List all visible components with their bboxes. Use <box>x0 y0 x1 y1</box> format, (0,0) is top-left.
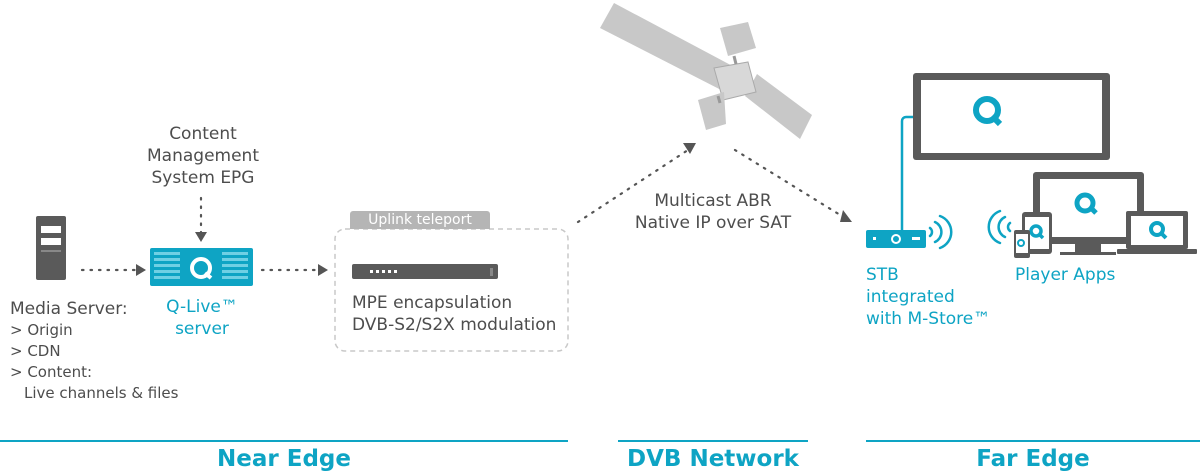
stb-wifi-icon <box>928 214 953 250</box>
media-server-list: > Origin > CDN > Content: Live channels … <box>10 320 178 404</box>
flow-arrows <box>80 148 847 272</box>
devices-wifi-icon <box>987 209 1012 245</box>
near-edge-title: Near Edge <box>217 446 351 472</box>
stb-label-line1: STB <box>866 265 899 285</box>
far-edge-bar <box>866 440 1200 442</box>
arrowhead-down <box>195 232 207 242</box>
cms-label-line2: Management <box>147 146 259 166</box>
satellite-icon <box>600 3 812 139</box>
qlive-label-line2: server <box>175 319 229 339</box>
stb-icon <box>866 230 926 248</box>
arrowhead-right-1 <box>136 264 146 276</box>
uplink-teleport-box <box>334 228 569 352</box>
satellite-link-line1: Multicast ABR <box>654 191 772 211</box>
stb-label-line2: integrated <box>866 287 955 307</box>
laptop-icon <box>1117 211 1197 254</box>
cms-label: Content Management System EPG <box>128 123 278 189</box>
media-server-item: > CDN <box>10 342 61 360</box>
near-edge-bar <box>0 440 568 442</box>
dvb-network-bar <box>618 440 808 442</box>
media-server-item: Live channels & files <box>24 384 179 402</box>
uplink-label-line2: DVB-S2/S2X modulation <box>352 315 557 335</box>
qlive-server-icon <box>150 248 253 286</box>
satellite-link-label: Multicast ABR Native IP over SAT <box>623 190 803 234</box>
uplink-label: MPE encapsulation DVB-S2/S2X modulation <box>352 292 556 336</box>
tv-to-stb-cable <box>900 115 913 230</box>
arrow-uplink-to-satellite <box>576 148 690 224</box>
media-server-icon <box>36 216 66 280</box>
qlive-label-line1: Q-Live™ <box>166 297 238 317</box>
cms-label-line3: System EPG <box>151 168 255 188</box>
monitor-icon <box>1033 172 1144 255</box>
stb-label: STB integrated with M-Store™ <box>866 264 990 330</box>
phone-icon <box>1014 230 1030 258</box>
uplink-teleport-tag: Uplink teleport <box>350 211 490 229</box>
satellite-link-line2: Native IP over SAT <box>634 213 792 233</box>
dvb-network-title: DVB Network <box>627 446 799 472</box>
arrowhead-up-right <box>683 143 696 154</box>
media-server-item: > Origin <box>10 321 73 339</box>
arrowhead-down-right <box>840 210 852 222</box>
cms-label-line1: Content <box>169 124 237 144</box>
modulator-device-icon <box>352 264 498 279</box>
qlive-label: Q-Live™ server <box>140 296 264 340</box>
player-apps-label: Player Apps <box>1015 265 1116 285</box>
uplink-label-line1: MPE encapsulation <box>352 293 513 313</box>
media-server-title: Media Server: <box>10 299 128 319</box>
arrowhead-right-2 <box>318 264 328 276</box>
tv-icon <box>913 73 1110 160</box>
far-edge-title: Far Edge <box>976 446 1090 472</box>
stb-label-line3: with M-Store™ <box>866 309 991 329</box>
media-server-item: > Content: <box>10 363 93 381</box>
